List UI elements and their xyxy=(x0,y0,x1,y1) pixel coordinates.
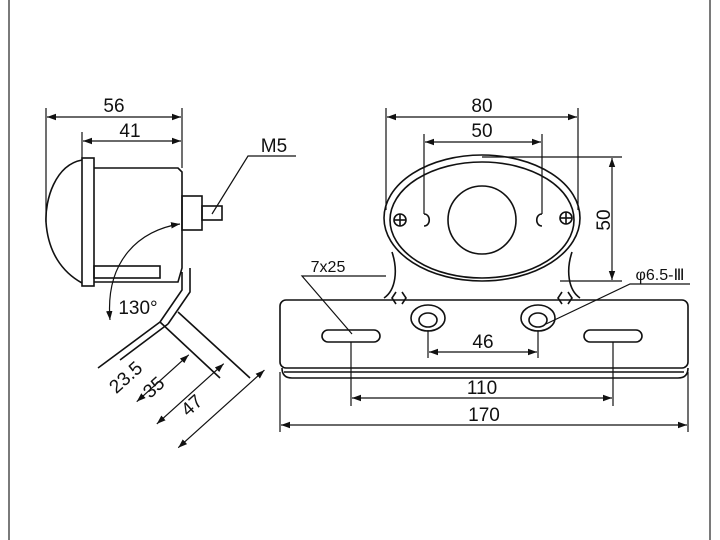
label-m5: M5 xyxy=(261,136,287,157)
label-50-horizontal: 50 xyxy=(471,121,492,142)
label-130: 130° xyxy=(118,298,157,319)
label-110: 110 xyxy=(467,378,497,399)
label-47: 47 xyxy=(177,391,207,421)
lamp-slot-right xyxy=(535,213,543,227)
side-stud-nut xyxy=(181,195,203,231)
slot-right xyxy=(583,329,643,343)
label-35: 35 xyxy=(139,373,169,403)
label-23-5: 23.5 xyxy=(106,358,148,398)
lamp-slot-left xyxy=(423,213,431,227)
plate xyxy=(279,299,689,369)
front-view xyxy=(279,154,689,379)
front-dims xyxy=(279,108,690,432)
hole-right-inner xyxy=(528,312,548,328)
label-46: 46 xyxy=(472,332,493,353)
dim-47-line xyxy=(177,369,265,449)
lamp-outer xyxy=(383,154,581,282)
label-phi: φ6.5-Ⅲ xyxy=(636,267,685,284)
side-stud xyxy=(201,205,223,221)
side-view xyxy=(45,157,251,379)
hole-left-inner xyxy=(418,312,438,328)
side-bracket xyxy=(159,268,191,325)
side-ext-4 xyxy=(159,321,221,379)
side-dims xyxy=(45,108,296,449)
dim-23-line xyxy=(136,354,190,403)
label-50-vertical: 50 xyxy=(594,209,615,230)
side-base-strip xyxy=(93,265,161,279)
lamp-center-lens xyxy=(447,185,517,255)
slot-left xyxy=(321,329,381,343)
side-ext-3 xyxy=(177,311,251,379)
bracket-neck xyxy=(383,251,581,299)
bend-mark-right xyxy=(557,291,573,305)
slot-leader xyxy=(300,275,386,335)
label-7x25: 7x25 xyxy=(311,259,346,276)
lamp-inner xyxy=(389,161,575,279)
label-56: 56 xyxy=(103,96,124,117)
side-housing xyxy=(94,167,183,283)
side-flange xyxy=(81,157,95,287)
label-41: 41 xyxy=(119,121,140,142)
plate-bottom xyxy=(281,367,689,379)
label-170: 170 xyxy=(468,405,500,426)
hole-leader xyxy=(545,283,690,325)
side-ext-2 xyxy=(119,323,169,361)
side-ext-1 xyxy=(97,321,161,369)
bend-mark-left xyxy=(391,291,407,305)
side-lens xyxy=(45,159,83,284)
label-80: 80 xyxy=(471,96,492,117)
angle-arc xyxy=(106,222,181,321)
m5-leader xyxy=(211,155,296,215)
